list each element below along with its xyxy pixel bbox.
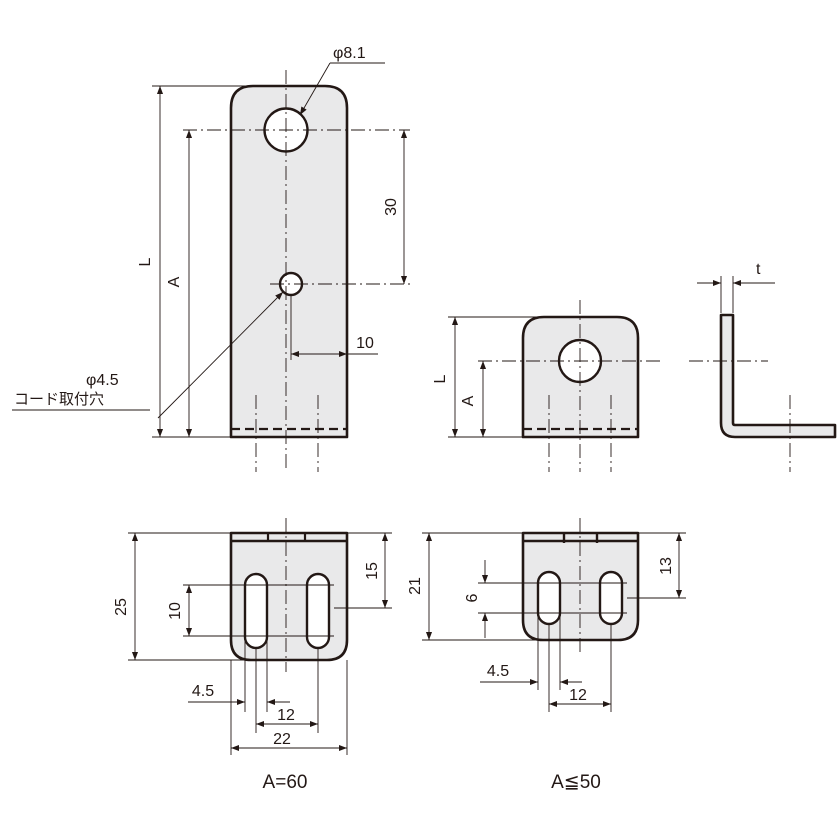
short-bracket-bottom-view: 21 6 13 4.5 12 A≦50 xyxy=(407,518,686,793)
slot-pitch-label: 12 xyxy=(277,707,295,724)
short-depth-label: 21 xyxy=(407,577,424,595)
side-view: t xyxy=(689,261,837,472)
side-profile xyxy=(719,313,837,439)
long-bracket-caption: A=60 xyxy=(263,772,308,793)
a-dimension-label: A xyxy=(166,276,183,287)
cord-hole-leader xyxy=(157,291,284,419)
short-slot-length-label: 6 xyxy=(464,593,481,602)
small-hole-offset-label: 10 xyxy=(356,335,374,352)
long-bracket-plate xyxy=(229,84,349,439)
slot-position-label: 15 xyxy=(364,562,381,580)
short-bracket-front-view: L A xyxy=(432,300,662,472)
short-l-dimension-label: L xyxy=(432,374,449,383)
short-a-dimension-label: A xyxy=(460,395,477,406)
width-label: 22 xyxy=(273,731,291,748)
hole-spacing-label: 30 xyxy=(383,198,400,216)
short-bracket-caption: A≦50 xyxy=(551,772,601,793)
depth-label: 25 xyxy=(113,598,130,616)
short-slot-right xyxy=(598,570,624,626)
short-slot-left xyxy=(536,570,562,626)
large-hole-diameter-label: φ8.1 xyxy=(333,45,366,62)
long-bracket-front-view: L A 30 10 φ8.1 φ4.5 コード取付穴 xyxy=(12,45,410,472)
l-dimension-label: L xyxy=(137,257,154,266)
large-hole-leader xyxy=(299,62,331,116)
short-slot-pitch-label: 12 xyxy=(569,687,587,704)
short-slot-width-label: 4.5 xyxy=(487,663,509,680)
slot-length-label: 10 xyxy=(167,602,184,620)
thickness-label: t xyxy=(756,261,761,278)
cord-hole-note: コード取付穴 xyxy=(14,390,104,408)
short-slot-position-label: 13 xyxy=(658,557,675,575)
slot-width-label: 4.5 xyxy=(192,683,214,700)
cord-hole-diameter-label: φ4.5 xyxy=(86,372,119,389)
long-bracket-bottom-view: 25 10 15 4.5 12 22 A=60 xyxy=(113,518,392,793)
